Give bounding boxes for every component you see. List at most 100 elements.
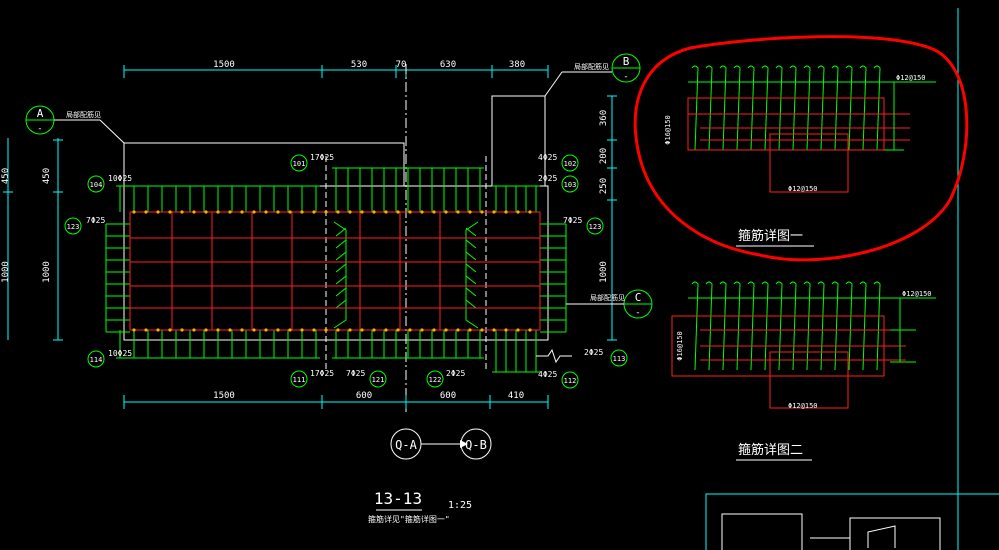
detail-rebar-box [769, 351, 849, 409]
callout-114[interactable]: 114 10Φ25 [87, 349, 132, 368]
callout-103[interactable]: 103 2Φ25 [538, 174, 579, 193]
callout-101[interactable]: 101 17Φ25 [290, 153, 334, 172]
axis-bubble-b[interactable]: B - 局部配筋见 [562, 53, 641, 83]
hatch-line [465, 263, 477, 273]
stirrup-line [465, 221, 479, 329]
detail-title: 箍筋详图一 [738, 228, 803, 244]
axis-bubble-a[interactable]: A - 局部配筋见 [25, 105, 125, 144]
rebar-dot [132, 210, 136, 214]
rebar-dot [132, 328, 136, 332]
section-ref-text: Q-A [395, 438, 417, 452]
stirrup-hook [817, 65, 825, 151]
rebar-dot [492, 328, 496, 332]
rebar-dot [168, 210, 172, 214]
rebar-dot [444, 328, 448, 332]
rebar-dot [504, 328, 508, 332]
callout-122[interactable]: 122 2Φ25 [426, 369, 465, 388]
concrete-outline-top-right [491, 95, 546, 186]
rebar-dot [444, 210, 448, 214]
callout-number: 102 [564, 160, 577, 168]
section-13-13: 1500 530 70 630 380 450 1000 450 1000 36… [1, 53, 653, 524]
callout-number: 111 [293, 376, 306, 384]
hatch-line [465, 227, 477, 237]
callout-text: 2Φ25 [584, 348, 603, 357]
rebar-dot [324, 210, 328, 214]
axis-bubble-c[interactable]: C - 局部配筋见 [566, 289, 653, 319]
axis-note: 局部配筋见 [590, 293, 625, 302]
callout-number: 114 [90, 356, 103, 364]
callout-104[interactable]: 104 10Φ25 [87, 174, 132, 193]
rebar-dot [288, 328, 292, 332]
dim-text: 450 [1, 168, 11, 184]
callout-text: 17Φ25 [310, 369, 334, 378]
callout-113[interactable]: 113 2Φ25 [584, 348, 628, 367]
stirrup-hook [733, 281, 741, 371]
section-scale: 1:25 [448, 500, 472, 511]
detail-side-label: Φ16@150 [664, 115, 672, 145]
titleblock-symbol [867, 525, 896, 548]
section-ref-q-b[interactable]: Q-B [460, 428, 492, 460]
stirrup-hook [761, 65, 769, 151]
hatch-line [465, 239, 477, 249]
stirrup-hook [873, 65, 881, 151]
dim-text: 380 [509, 60, 525, 70]
dim-text: 1000 [599, 261, 609, 283]
callout-121[interactable]: 121 7Φ25 [346, 369, 387, 388]
rebar-dot [348, 328, 352, 332]
callout-text: 4Φ25 [538, 370, 557, 379]
section-ref-q-a[interactable]: Q-A [390, 428, 422, 460]
callout-text: 2Φ25 [446, 369, 465, 378]
dim-text: 410 [508, 391, 524, 401]
break-line [536, 348, 572, 364]
callout-number: 123 [67, 223, 80, 231]
rebar-dot [240, 210, 244, 214]
stirrup-hook [691, 65, 699, 151]
rebar-dots [132, 210, 532, 332]
stirrup-hook [789, 65, 797, 151]
rebar-dot [336, 210, 340, 214]
rebar-dot [516, 210, 520, 214]
rebar-dot [396, 328, 400, 332]
stirrup-detail-1: Φ12@150 Φ16@150 Φ12@150 箍筋详图一 [664, 65, 936, 247]
arrow-right-icon [460, 440, 468, 448]
callout-text: 2Φ25 [538, 174, 557, 183]
axis-sub: - [623, 72, 628, 82]
dim-text: 600 [356, 391, 372, 401]
stirrup-hook [747, 65, 755, 151]
callout-111[interactable]: 111 17Φ25 [290, 369, 334, 388]
callout-number: 104 [90, 181, 103, 189]
stirrup-hook [803, 65, 811, 151]
callout-number: 103 [564, 181, 577, 189]
rebar-dot [216, 328, 220, 332]
rebar-dot [228, 328, 232, 332]
hatch-line [465, 287, 477, 297]
rebar-dot [156, 328, 160, 332]
rebar-dot [204, 210, 208, 214]
axis-note: 局部配筋见 [66, 110, 101, 119]
callout-number: 121 [372, 376, 385, 384]
callout-123-right[interactable]: 123 7Φ25 [563, 216, 604, 235]
rebar-dot [360, 328, 364, 332]
rebar-dot [216, 210, 220, 214]
section-ref-text: Q-B [465, 438, 487, 452]
axis-note: 局部配筋见 [574, 62, 609, 71]
callout-112[interactable]: 112 4Φ25 [538, 370, 579, 389]
rebar-dot [168, 328, 172, 332]
rebar-dot [468, 210, 472, 214]
dim-text: 70 [396, 60, 407, 70]
hatch-line [335, 251, 347, 261]
stirrup-hook [719, 281, 727, 371]
main-rebar [129, 211, 541, 331]
callout-123-left[interactable]: 123 7Φ25 [64, 216, 105, 235]
stirrup-hook [831, 281, 839, 371]
rebar-dot [300, 328, 304, 332]
detail-title: 箍筋详图二 [738, 442, 803, 458]
callout-number: 101 [293, 160, 306, 168]
rebar-dot [408, 328, 412, 332]
rebar-dot [264, 328, 268, 332]
rebar-dot [192, 328, 196, 332]
callout-102[interactable]: 102 4Φ25 [538, 153, 579, 172]
hatch-line [335, 227, 347, 237]
